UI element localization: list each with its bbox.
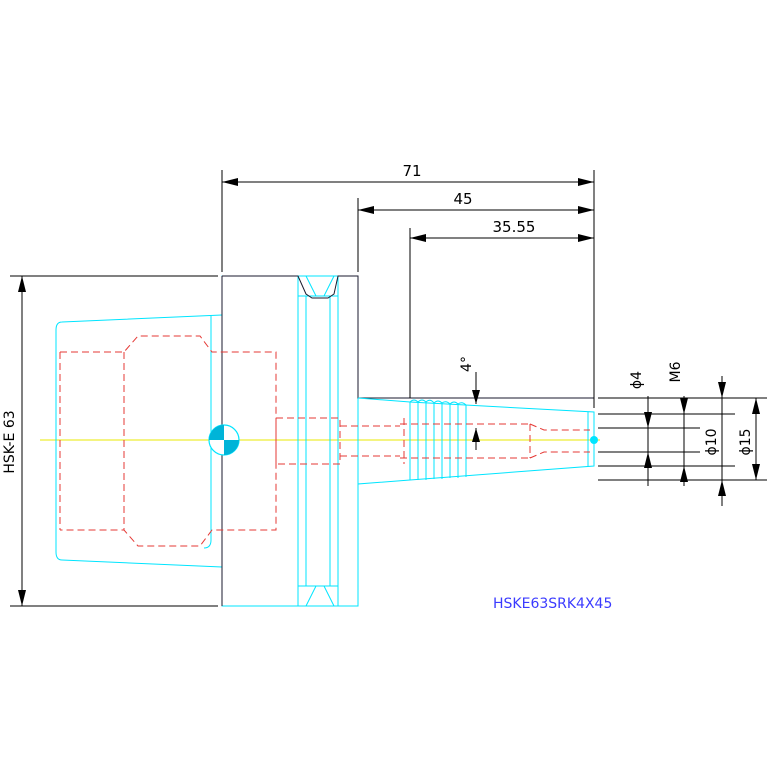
dim-dia-bore: ϕ4: [629, 371, 645, 389]
arrowheads: [18, 178, 760, 606]
shank-outline: [357, 397, 595, 606]
top-silhouette: [221, 275, 594, 606]
dim-dia-outer: ϕ15: [738, 428, 754, 455]
dim-taper-angle: 4°: [459, 356, 475, 372]
dim-interface: HSK-E 63: [2, 410, 18, 473]
dim-thread: M6: [668, 361, 684, 382]
tip-marker-icon: [590, 436, 598, 444]
hsk-taper-outline: [55, 314, 223, 568]
dim-length-total: 71: [402, 162, 421, 180]
dim-dia-inner: ϕ10: [704, 428, 720, 455]
dim-length-shank: 45: [453, 190, 472, 208]
part-number-label: HSKE63SRK4X45: [493, 596, 612, 612]
center-marker-icon: [208, 424, 240, 456]
flange-outline: [221, 275, 359, 607]
dim-length-taper: 35.55: [493, 218, 536, 236]
hidden-lines: [59, 335, 590, 547]
